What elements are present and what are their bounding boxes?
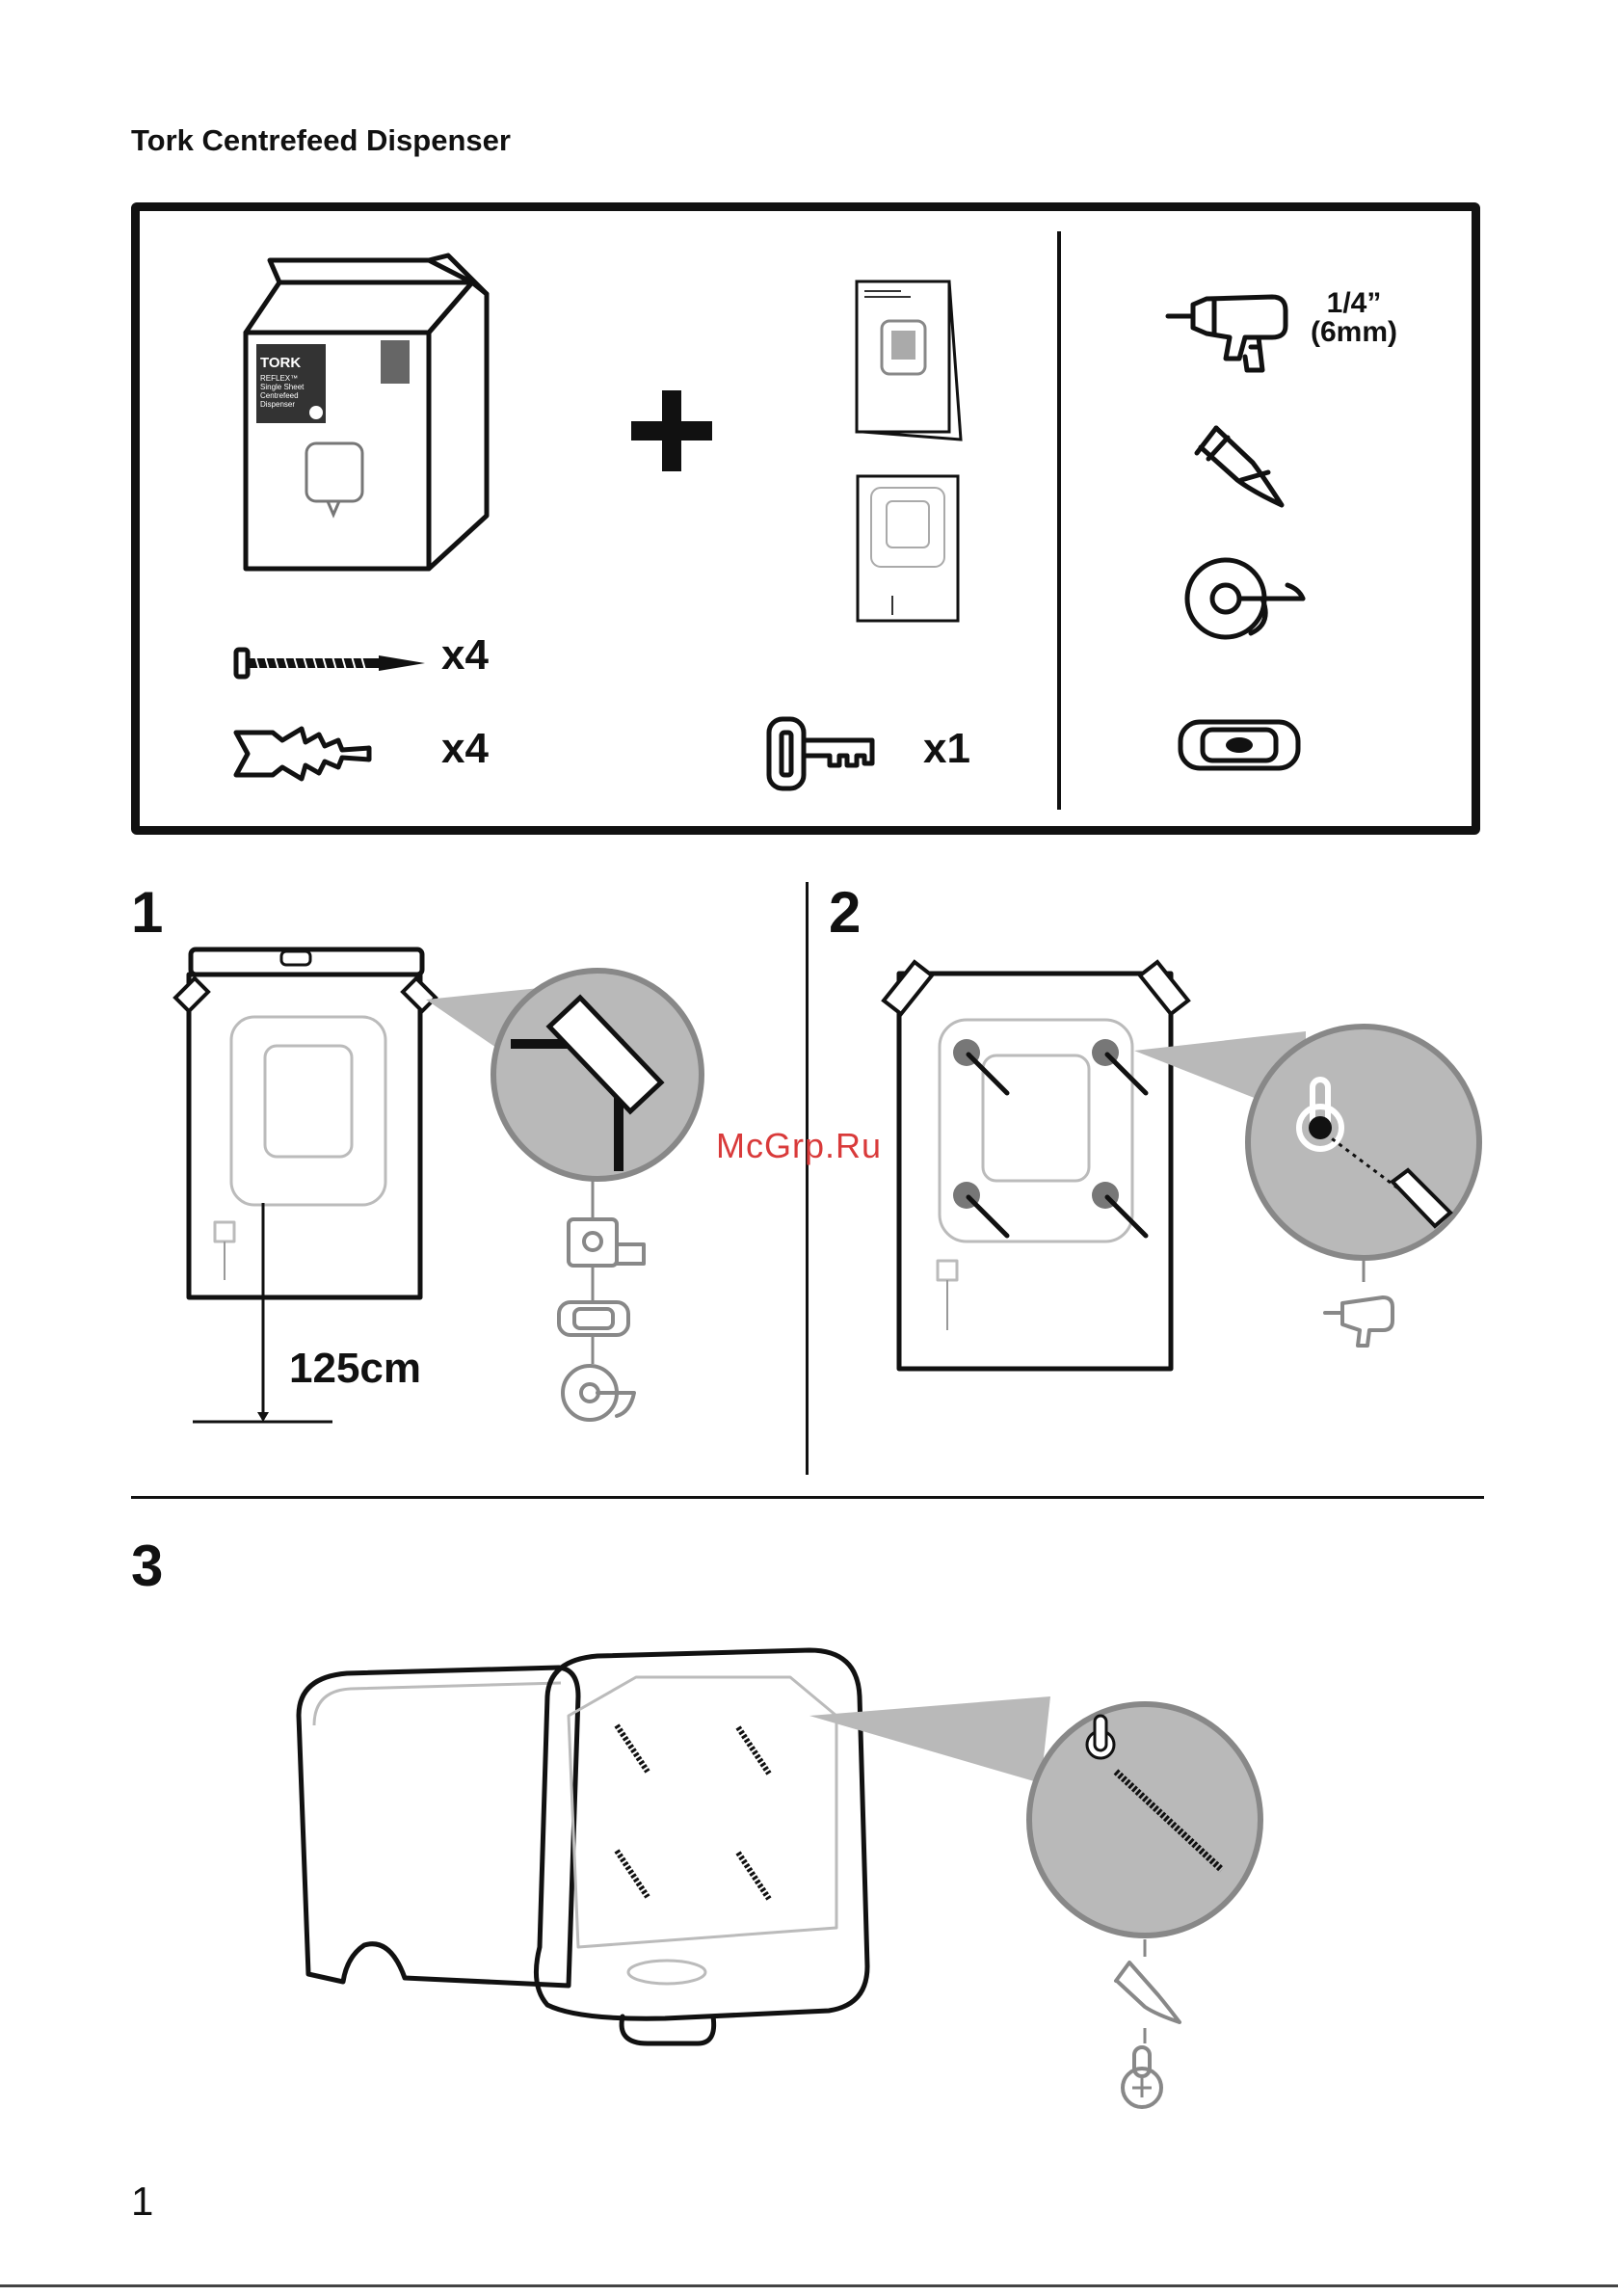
key-quantity: x1	[923, 725, 970, 773]
screwdriver-icon	[1195, 424, 1291, 511]
wall-plug-icon	[234, 725, 374, 783]
section-divider	[131, 1496, 1484, 1499]
drill-bit-size-inch: 1/4”	[1301, 289, 1407, 318]
box-label-line: Dispenser	[260, 400, 324, 409]
drill-icon	[1166, 289, 1286, 376]
box-label-line: Centrefeed	[260, 391, 324, 400]
kit-divider	[1057, 231, 1061, 810]
step-divider	[806, 882, 809, 1475]
plus-icon	[631, 390, 712, 471]
instruction-leaflet-icon	[853, 278, 964, 441]
tape-measure-icon	[1183, 554, 1309, 641]
drilling-template-icon	[856, 474, 960, 624]
key-icon	[766, 715, 877, 792]
watermark: McGrp.Ru	[716, 1126, 882, 1166]
drill-bit-size-mm: (6mm)	[1301, 318, 1407, 347]
box-label-line: Single Sheet	[260, 383, 324, 391]
bottom-rule	[0, 2284, 1618, 2287]
step-1-number: 1	[131, 879, 163, 946]
spirit-level-icon	[1178, 718, 1301, 772]
step2-wall-illustration	[882, 954, 1489, 1388]
step-2-number: 2	[829, 879, 861, 946]
drill-bit-size: 1/4” (6mm)	[1301, 289, 1407, 347]
box-label-line: REFLEX™	[260, 374, 324, 383]
step1-wall-illustration	[173, 940, 713, 1431]
step-3-number: 3	[131, 1533, 163, 1599]
step3-dispenser-illustration	[289, 1639, 1291, 2140]
screw-icon	[234, 644, 427, 682]
box-label: REFLEX™ Single Sheet Centrefeed Dispense…	[260, 374, 324, 409]
page-number: 1	[131, 2178, 153, 2225]
box-brand-logo: TORK	[260, 355, 301, 371]
mounting-height-label: 125cm	[289, 1345, 421, 1393]
wall-plugs-quantity: x4	[441, 725, 489, 773]
screws-quantity: x4	[441, 631, 489, 680]
page-title: Tork Centrefeed Dispenser	[131, 123, 511, 158]
product-box-icon	[241, 255, 491, 583]
